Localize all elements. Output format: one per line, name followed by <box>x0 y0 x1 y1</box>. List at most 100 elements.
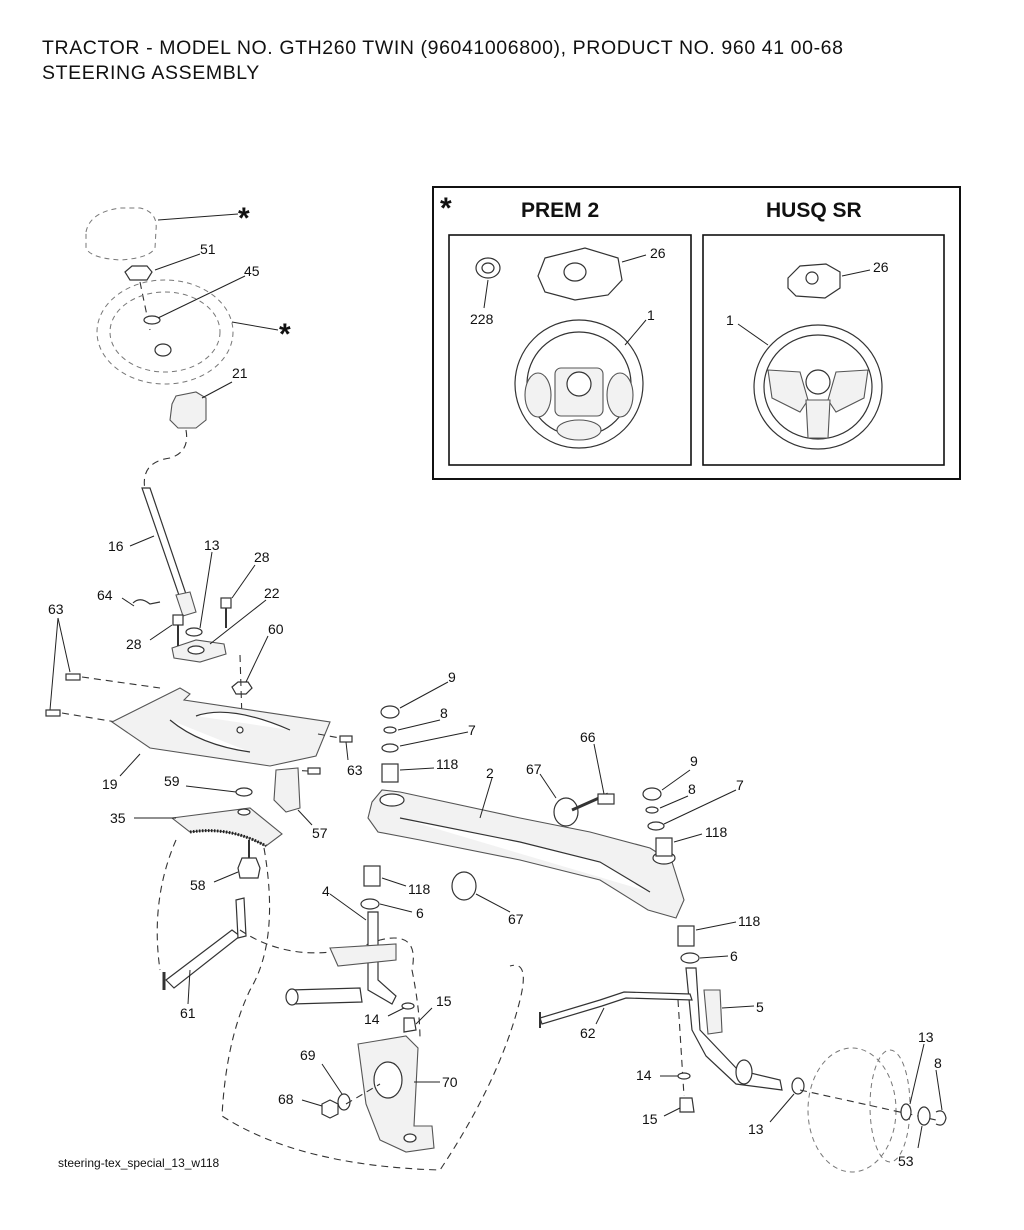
shaft-gear <box>175 591 197 617</box>
bolt-63b <box>45 709 61 717</box>
left-spindle-group: 4 15 14 <box>285 883 452 1033</box>
husqsr-label-1: 1 <box>726 312 734 328</box>
front-axle-group: 2 9 8 7 118 67 66 67 9 8 7 <box>360 669 761 964</box>
callout-4: 4 <box>322 883 330 899</box>
bolt-66 <box>597 793 615 805</box>
clip-8a <box>383 726 397 734</box>
husqsr-header: HUSQ SR <box>766 199 862 222</box>
washer-59 <box>235 787 253 797</box>
nut-15b <box>679 1097 695 1113</box>
callout-9b: 9 <box>690 753 698 769</box>
bracket-57 <box>273 767 301 813</box>
husqsr-panel <box>702 234 945 466</box>
nut-51 <box>124 265 153 281</box>
callout-63b: 63 <box>347 762 363 778</box>
callout-9a: 9 <box>448 669 456 685</box>
title-line-1: TRACTOR - MODEL NO. GTH260 TWIN (9604100… <box>42 37 844 59</box>
callout-118d: 118 <box>738 913 761 929</box>
right-spindle-group: 5 62 14 15 13 <box>539 967 805 1137</box>
callout-60: 60 <box>268 621 284 637</box>
nut-68 <box>321 1099 339 1119</box>
bolt-28a <box>220 597 232 609</box>
prem2-steering-wheel <box>514 319 644 449</box>
inset-star: * <box>440 192 452 225</box>
callout-7b: 7 <box>736 777 744 793</box>
inset-frame <box>432 186 961 480</box>
husqsr-label-26: 26 <box>873 259 889 275</box>
callout-star-top: * <box>238 202 250 235</box>
tie-rod-62 <box>539 991 693 1025</box>
spindle-5 <box>685 967 783 1091</box>
washer-13c <box>791 1077 805 1095</box>
prem2-label-228: 228 <box>470 311 494 327</box>
callout-69: 69 <box>300 1047 316 1063</box>
callout-51: 51 <box>200 241 216 257</box>
drawing-id: steering-tex_special_13_w118 <box>58 1156 220 1170</box>
callout-118c: 118 <box>408 881 431 897</box>
sector-gear-35 <box>170 807 283 847</box>
washer-7b <box>647 821 665 831</box>
callout-8c: 8 <box>934 1055 942 1071</box>
callout-22: 22 <box>264 585 280 601</box>
bolt-58 <box>237 857 261 879</box>
callout-15b: 15 <box>642 1111 658 1127</box>
cap-9a <box>380 705 400 719</box>
callout-62: 62 <box>580 1025 596 1041</box>
callout-28b: 28 <box>126 636 142 652</box>
steering-plate-19 <box>110 687 331 767</box>
callout-67b: 67 <box>508 911 524 927</box>
callout-13a: 13 <box>204 537 220 553</box>
husqsr-cover <box>787 263 841 299</box>
callout-118b: 118 <box>705 824 728 840</box>
cap-9b <box>642 787 662 801</box>
wheel-cap <box>85 207 157 261</box>
bushing-118a <box>381 763 399 783</box>
bushing-118b <box>655 837 673 857</box>
callout-118a: 118 <box>436 756 459 772</box>
nut-15a <box>403 1017 417 1033</box>
front-wheel-group: 13 53 8 <box>799 1029 947 1173</box>
callout-16: 16 <box>108 538 124 554</box>
clip-8b <box>645 806 659 814</box>
callout-45: 45 <box>244 263 260 279</box>
spacer-67a <box>553 797 579 827</box>
front-wheel-ghost <box>807 1047 897 1173</box>
page-title: TRACTOR - MODEL NO. GTH260 TWIN (9604100… <box>42 36 844 86</box>
clip-64 <box>132 599 161 605</box>
bolt-28b <box>172 614 184 626</box>
callout-53: 53 <box>898 1153 914 1169</box>
callout-19: 19 <box>102 776 118 792</box>
washer-6b <box>680 952 700 964</box>
callout-13c: 13 <box>748 1121 764 1137</box>
spacer-67b <box>451 871 477 901</box>
steering-plate-group: 63 19 63 57 59 35 58 <box>45 601 524 1171</box>
callout-2: 2 <box>486 765 494 781</box>
callout-15a: 15 <box>436 993 452 1009</box>
clip-8c <box>935 1110 947 1126</box>
callout-57: 57 <box>312 825 328 841</box>
callout-28a: 28 <box>254 549 270 565</box>
washer-7a <box>381 743 399 753</box>
callout-61: 61 <box>180 1005 196 1021</box>
washer-6a <box>360 898 380 910</box>
washer-53 <box>917 1106 931 1126</box>
callout-6b: 6 <box>730 948 738 964</box>
callout-7a: 7 <box>468 722 476 738</box>
callout-14b: 14 <box>636 1067 652 1083</box>
callout-70: 70 <box>442 1074 458 1090</box>
callout-8b: 8 <box>688 781 696 797</box>
bolt-63c <box>339 735 353 743</box>
washer-13b <box>900 1103 912 1121</box>
bushing-118c <box>363 865 381 887</box>
bushing-118d <box>677 925 695 947</box>
steering-wheel-ghost <box>96 279 234 385</box>
prem2-header: PREM 2 <box>521 199 599 222</box>
prem2-emblem <box>475 257 501 279</box>
callout-5: 5 <box>756 999 764 1015</box>
washer-69 <box>337 1093 351 1111</box>
prem2-panel <box>448 234 692 466</box>
prem2-label-1: 1 <box>647 307 655 323</box>
callout-59: 59 <box>164 773 180 789</box>
title-line-2: STEERING ASSEMBLY <box>42 62 260 84</box>
spindle-4 <box>367 911 397 1005</box>
